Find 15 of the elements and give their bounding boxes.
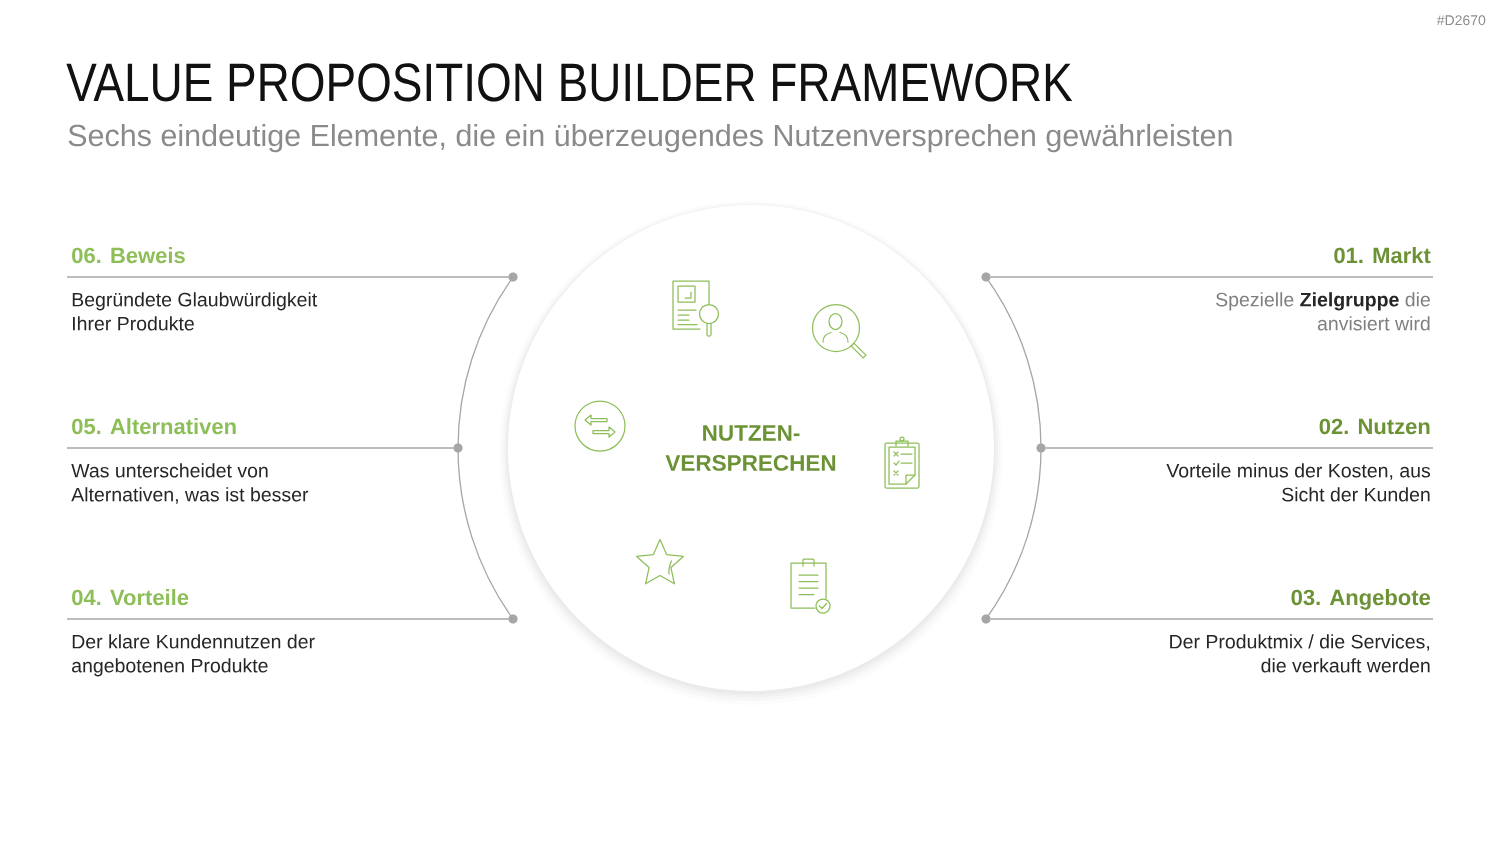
item-description: Der Produktmix / die Services, die verkauft werden bbox=[1170, 634, 1430, 673]
slide-code: #D2670 bbox=[1436, 15, 1486, 26]
item-heading: 05. Alternativen bbox=[72, 418, 236, 435]
item-description: Begründete Glaubwürdigkeit Ihrer Produkte bbox=[72, 292, 318, 331]
item-description: Vorteile minus der Kosten, aus Sicht der Kunden bbox=[1166, 463, 1431, 502]
item-heading: 04. Vorteile bbox=[72, 589, 189, 606]
subtitle: Sechs eindeutige Elemente, die ein überzeugendes Nutzenversprechen gewährleisten bbox=[68, 123, 1232, 153]
item-description: Der klare Kundennutzen der angebotenen Produkte bbox=[72, 634, 315, 677]
item-heading: 02. Nutzen bbox=[1319, 418, 1430, 435]
item-heading: 01. Markt bbox=[1334, 247, 1431, 264]
item-heading: 06. Beweis bbox=[72, 247, 185, 264]
item-heading: 03. Angebote bbox=[1291, 589, 1431, 610]
title: VALUE PROPOSITION BUILDER FRAMEWORK bbox=[66, 63, 1073, 102]
item-description: Spezielle Zielgruppe die anvisiert wird bbox=[1216, 292, 1430, 331]
item-description: Was unterscheidet von Alternativen, was ist besser bbox=[71, 463, 309, 504]
